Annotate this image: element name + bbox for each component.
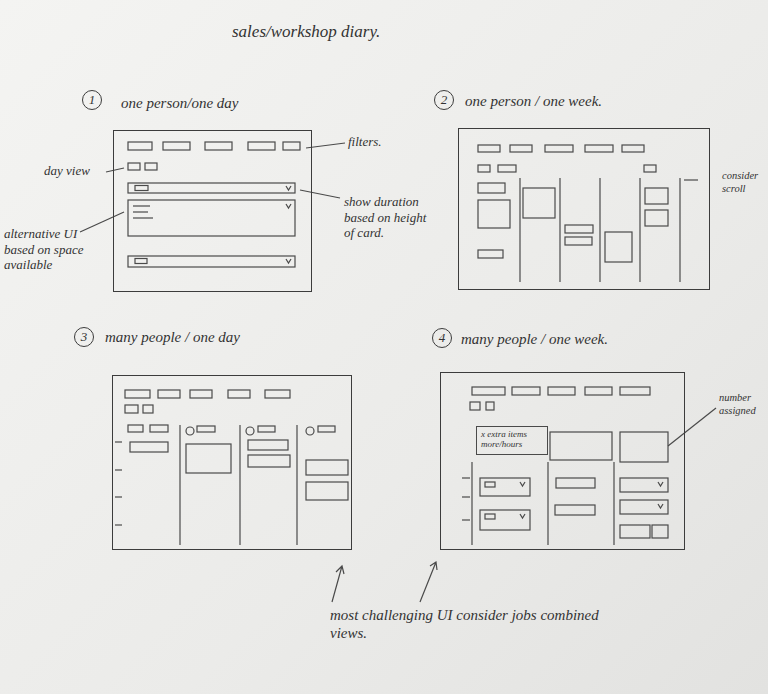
panel-heading: one person/one day (121, 95, 238, 112)
wireframe-panel: many people / one week.x extra items mor… (440, 372, 685, 550)
panel-heading: one person / one week. (465, 93, 602, 110)
wireframe-panel: many people / one day (112, 375, 352, 550)
wireframe-panel: one person/one day (113, 130, 312, 292)
card-text: x extra items more/hours (481, 429, 543, 450)
panel-heading: many people / one week. (461, 331, 608, 348)
sketch-title: sales/workshop diary. (232, 22, 380, 42)
number-circle: 3 (74, 327, 94, 347)
panel-heading: many people / one day (105, 329, 240, 346)
number-circle: 2 (434, 90, 454, 110)
annotation: filters. (348, 134, 408, 150)
design-note: most challenging UI consider jobs combin… (330, 606, 630, 642)
annotation: consider scroll (722, 170, 766, 195)
panel-number: 1 (89, 92, 96, 108)
panel-number: 4 (439, 330, 446, 346)
column-header-card: x extra items more/hours (476, 426, 548, 455)
panel-number: 2 (441, 92, 448, 108)
number-circle: 1 (82, 90, 102, 110)
annotation: show duration based on height of card. (344, 194, 428, 241)
annotation: day view (44, 163, 106, 179)
number-circle: 4 (432, 328, 452, 348)
annotation: alternative UI based on space available (4, 226, 96, 273)
annotation: number assigned (719, 392, 766, 417)
wireframe-panel: one person / one week. (458, 128, 710, 290)
panel-number: 3 (81, 329, 88, 345)
